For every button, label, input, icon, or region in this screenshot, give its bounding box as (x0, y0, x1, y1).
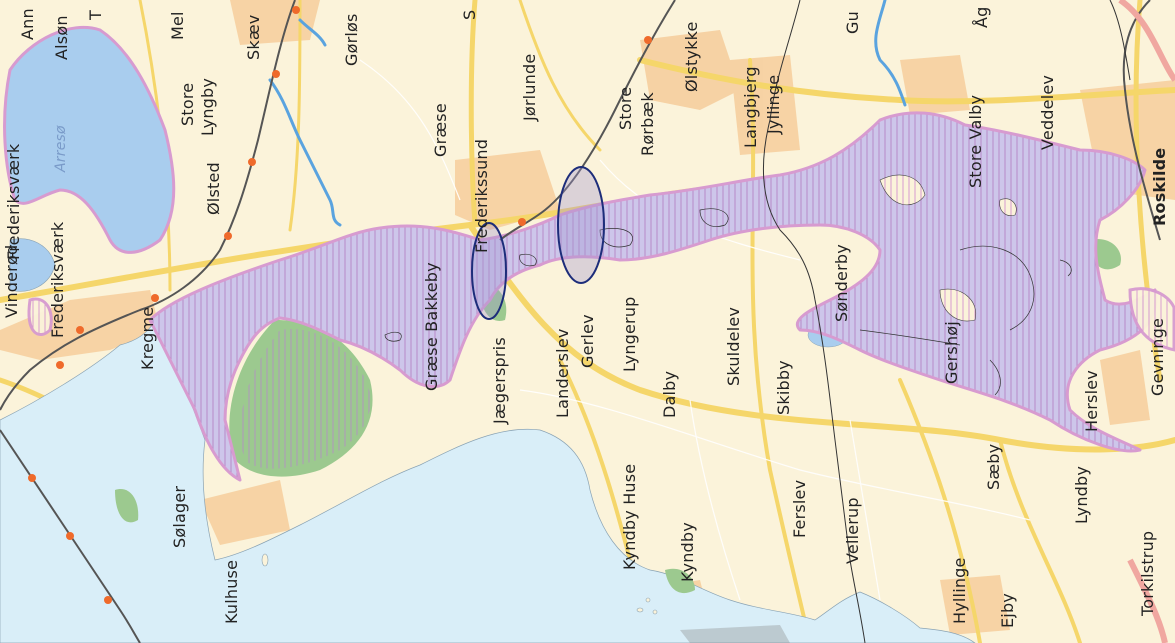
label-s-top: S (460, 9, 479, 20)
label-langbjerg: Langbjerg (741, 66, 760, 148)
label-jorlunde: Jørlunde (520, 53, 539, 121)
label-skibby: Skibby (774, 360, 793, 415)
label-hyllinge: Hyllinge (950, 557, 969, 624)
label-gu: Gu (843, 11, 862, 34)
label-roskilde: Roskilde (1150, 147, 1169, 226)
label-jyllinge: Jyllinge (764, 74, 783, 134)
label-alsoe: Alsøn (52, 15, 71, 60)
hatched-bottom (680, 625, 790, 643)
label-ann: Ann (18, 8, 37, 40)
label-frederikssund: Frederikssund (472, 138, 491, 253)
label-kyndby-huse: Kyndby Huse (620, 463, 639, 570)
label-vellerup: Vellerup (843, 497, 862, 564)
label-graese-bakkeby: Græse Bakkeby (422, 262, 441, 391)
lake-small (9, 238, 56, 292)
stations (28, 6, 652, 604)
islands (261, 553, 658, 615)
label-saeby: Sæby (984, 443, 1003, 490)
label-store-rorbaek-1: Store (616, 86, 635, 130)
label-torkilstrup: Torkilstrup (1138, 530, 1157, 616)
highlight-ellipse-1 (471, 222, 507, 320)
label-veddelev: Veddelev (1038, 74, 1057, 150)
label-sonderby: Sønderby (832, 244, 851, 322)
label-skuldelev: Skuldelev (724, 306, 743, 386)
label-ferslev: Ferslev (790, 479, 809, 538)
label-graese: Græse (431, 103, 450, 157)
label-solager: Sølager (170, 485, 189, 548)
label-gorlos: Gørløs (342, 13, 361, 66)
label-mel: Mel (168, 11, 187, 40)
protected-forest (240, 329, 371, 469)
fjord-land (879, 174, 1017, 322)
label-frederiksvaerk-top: Frederiksværk (4, 143, 23, 260)
label-lyngby: Lyngby (198, 77, 217, 136)
label-t: T (86, 10, 105, 20)
label-lyngerup: Lyngerup (620, 296, 639, 372)
label-ag: Åg (972, 6, 991, 28)
highlight-ellipse-2 (557, 166, 605, 284)
label-ejby: Ejby (998, 593, 1017, 628)
label-arresoe: Arresø (53, 125, 69, 172)
label-kulhuse: Kulhuse (222, 559, 241, 624)
label-vinderod: Vinderød (2, 244, 21, 318)
boundary-2 (1109, 0, 1131, 81)
label-gerlev: Gerlev (578, 314, 597, 368)
label-store-lyngby: Store (178, 82, 197, 126)
protected-lake-border (3, 25, 176, 254)
label-lyndby: Lyndby (1072, 465, 1091, 524)
label-store-rorbaek-2: Rørbæk (638, 92, 657, 156)
label-store-valby: Store Valby (966, 94, 985, 188)
boundary (763, 0, 866, 643)
label-kregme: Kregme (138, 306, 157, 370)
label-kyndby: Kyndby (678, 522, 697, 582)
label-olstykke: Ølstykke (682, 21, 701, 92)
label-frederiksvaerk: Frederiksværk (48, 221, 67, 338)
label-skaev: Skæv (244, 14, 263, 60)
fjord-inlets (384, 208, 1072, 396)
streams (268, 0, 907, 227)
motorway-2 (1127, 558, 1168, 643)
label-landerslev: Landerslev (553, 328, 572, 418)
label-herslev: Herslev (1082, 370, 1101, 432)
label-jaegerspris: Jægerspris (490, 337, 509, 424)
highlight-ellipses (471, 166, 605, 320)
label-dalby: Dalby (660, 370, 679, 418)
label-olsted: Ølsted (204, 162, 223, 215)
label-gershoj: Gershøj (942, 321, 961, 384)
label-gevninge: Gevninge (1148, 317, 1167, 396)
motorway (1118, 0, 1175, 82)
